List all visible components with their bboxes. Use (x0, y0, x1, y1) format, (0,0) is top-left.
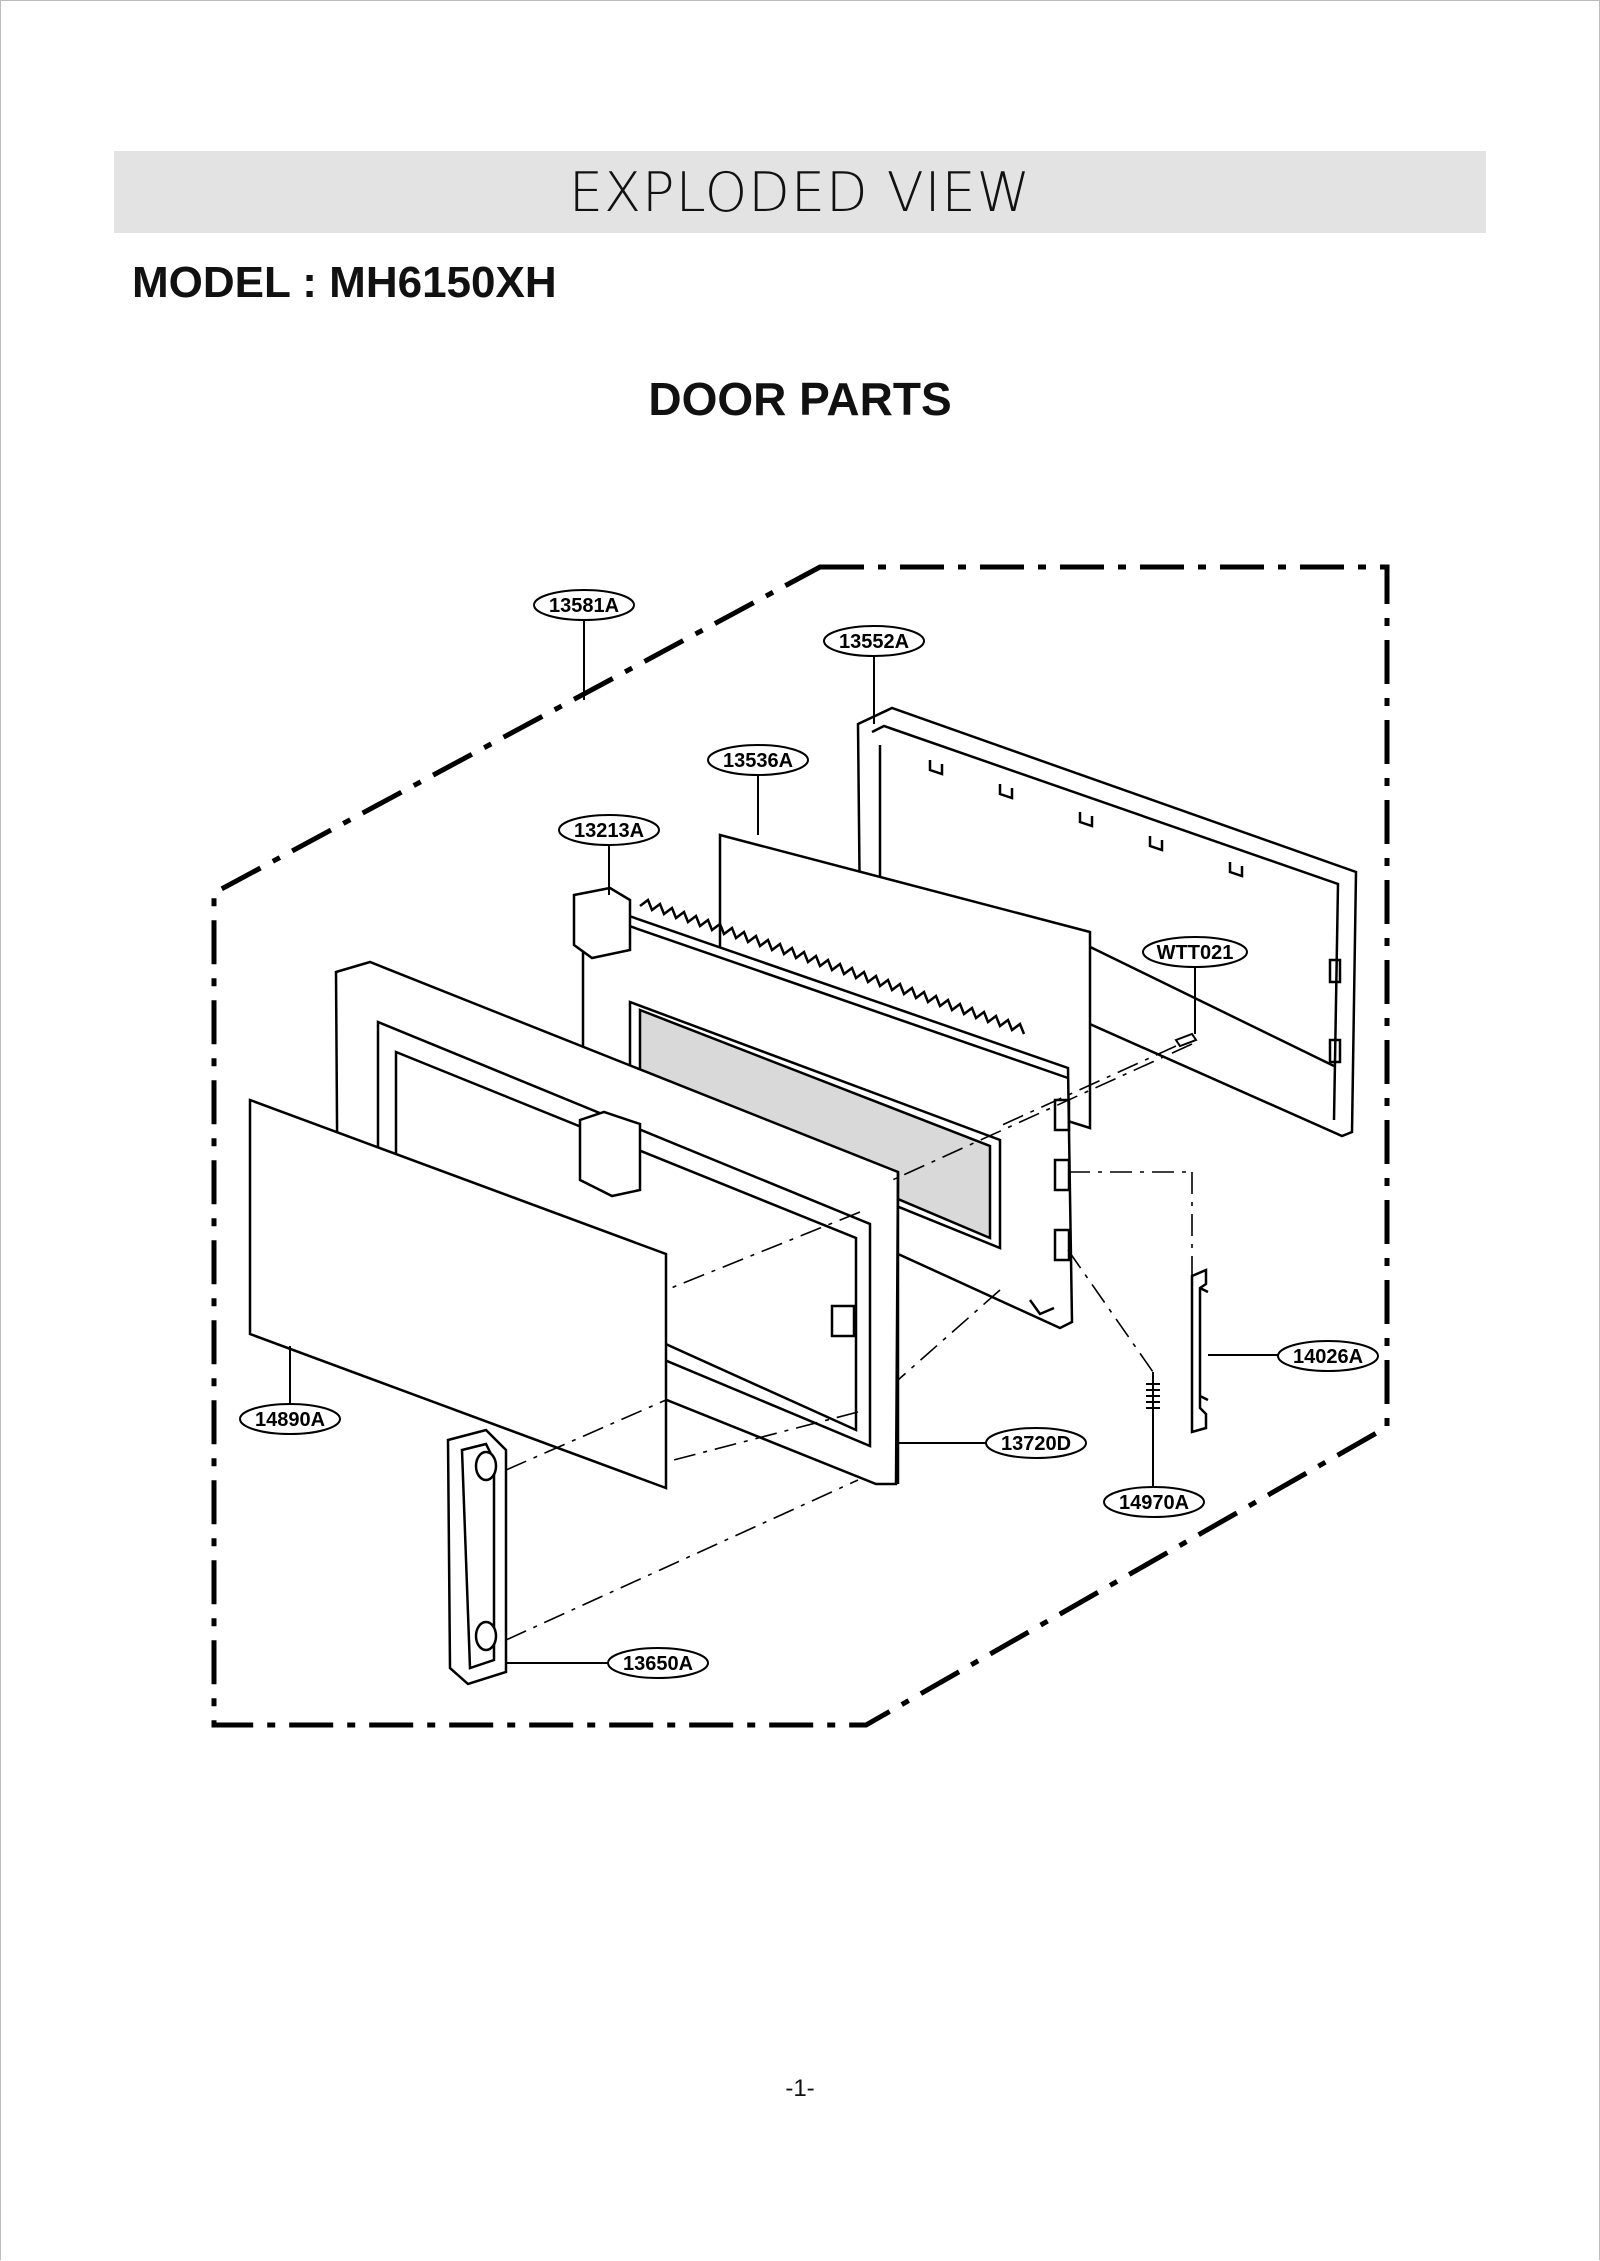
part-label-14026A: 14026A (1277, 1340, 1379, 1372)
part-label-14890A: 14890A (239, 1403, 341, 1435)
model-label: MODEL : MH6150XH (132, 258, 557, 307)
part-label-13720D: 13720D (985, 1427, 1087, 1459)
screw (1174, 1032, 1198, 1048)
part-number: 14890A (255, 1409, 325, 1431)
part-number: 13581A (549, 595, 619, 617)
part-number: 13552A (839, 631, 909, 653)
door-handle (446, 1428, 508, 1686)
door-outer-glass (248, 1098, 668, 1490)
part-label-13581A: 13581A (533, 589, 635, 621)
part-label-13213A: 13213A (558, 814, 660, 846)
part-number: 13536A (723, 750, 793, 772)
part-label-13650A: 13650A (607, 1647, 709, 1679)
leader-lines (289, 620, 1278, 1664)
part-label-13552A: 13552A (823, 625, 925, 657)
page-title: EXPLODED VIEW (568, 160, 1032, 224)
part-number: 14026A (1293, 1346, 1363, 1368)
part-label-WTT021: WTT021 (1142, 936, 1248, 968)
door-assembly-frame (572, 886, 1074, 1330)
latch-hook (1190, 1268, 1209, 1434)
part-number: 13213A (574, 820, 644, 842)
page-number: -1- (785, 2075, 815, 2102)
part-label-13536A: 13536A (707, 744, 809, 776)
assembly-lines (505, 1043, 1193, 1641)
part-label-14970A: 14970A (1103, 1486, 1205, 1518)
assembly-boundary (211, 564, 1390, 1728)
part-number: WTT021 (1157, 942, 1234, 964)
latch-spring (1146, 1372, 1160, 1418)
title-bar: EXPLODED VIEW (114, 151, 1486, 233)
part-number: 13720D (1001, 1433, 1071, 1455)
section-title: DOOR PARTS (648, 373, 952, 425)
part-number: 13650A (623, 1653, 693, 1675)
part-number: 14970A (1119, 1492, 1189, 1514)
